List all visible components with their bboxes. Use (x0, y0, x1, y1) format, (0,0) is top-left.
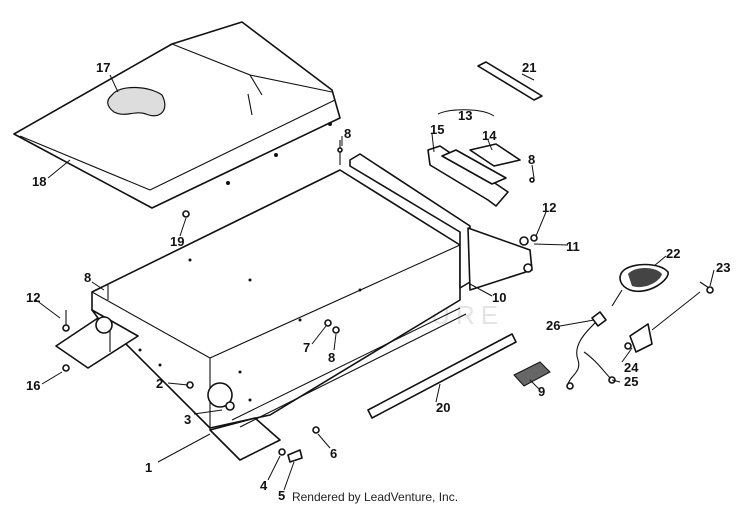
bracket-10 (349, 153, 471, 289)
callout-25: 25 (624, 374, 638, 389)
callout-8b: 8 (344, 126, 351, 141)
callout-16: 16 (26, 378, 40, 393)
callout-labels: 1 2 3 4 5 6 7 8 8 8 8 9 10 11 12 12 13 1… (26, 60, 730, 503)
callout-21: 21 (522, 60, 536, 75)
callout-12a: 12 (542, 200, 556, 215)
mount-24 (629, 281, 714, 353)
seat-cover (13, 21, 341, 218)
callout-8c: 8 (84, 270, 91, 285)
footer-credit: Rendered by LeadVenture, Inc. (291, 490, 459, 504)
callout-9: 9 (538, 384, 545, 399)
callout-19: 19 (170, 234, 184, 249)
callout-13: 13 (458, 108, 472, 123)
plate-11 (467, 227, 533, 291)
strip-21 (477, 61, 543, 101)
callout-23: 23 (716, 260, 730, 275)
callout-15: 15 (430, 122, 444, 137)
leader-lines (35, 73, 715, 491)
callout-20: 20 (436, 400, 450, 415)
strip-20 (367, 333, 517, 419)
wiring-harness (566, 311, 616, 390)
fasteners (62, 140, 632, 463)
callout-24: 24 (624, 360, 639, 375)
tunnel-frame (55, 169, 467, 461)
callout-26: 26 (546, 318, 560, 333)
grab-handle (427, 143, 521, 207)
callout-1: 1 (145, 460, 152, 475)
callout-6: 6 (330, 446, 337, 461)
callout-4: 4 (260, 478, 268, 493)
callout-17: 17 (96, 60, 110, 75)
taillight-22 (611, 263, 669, 307)
callout-12b: 12 (26, 290, 40, 305)
callout-2: 2 (156, 376, 163, 391)
callout-3: 3 (184, 412, 191, 427)
callout-8d: 8 (528, 152, 535, 167)
callout-7: 7 (303, 340, 310, 355)
callout-11: 11 (566, 239, 580, 254)
callout-5: 5 (278, 488, 285, 503)
callout-18: 18 (32, 174, 46, 189)
callout-8a: 8 (328, 350, 335, 365)
reflector-9 (513, 361, 551, 387)
callout-22: 22 (666, 246, 680, 261)
callout-10: 10 (492, 290, 506, 305)
callout-14: 14 (482, 128, 497, 143)
